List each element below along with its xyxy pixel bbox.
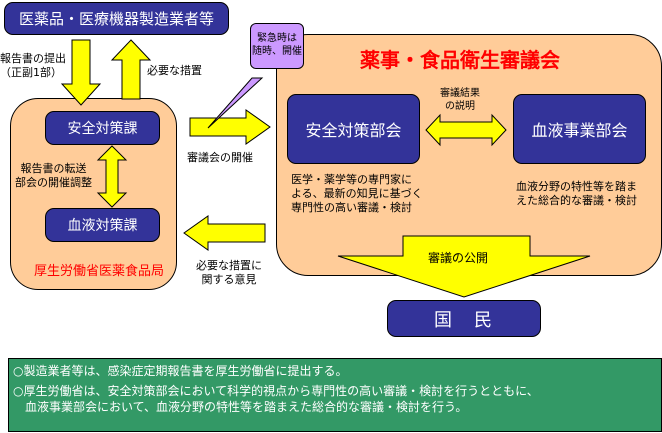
note-line: ○製造業者等は、感染症定期報告書を厚生労働省に提出する。 <box>13 364 348 378</box>
right-arrow-council <box>189 109 271 145</box>
safety-committee-desc: 医学・薬学等の専門家に よる、最新の知見に基づく 専門性の高い審議・検討 <box>291 173 423 215</box>
council-title: 薬事・食品衛生審議会 <box>360 48 560 72</box>
ministry-name: 厚生労働省医薬食品局 <box>34 264 165 279</box>
safety-division-label: 安全対策課 <box>67 121 138 137</box>
blood-committee-label: 血液事業部会 <box>531 121 628 140</box>
safety-desc-line: 医学・薬学等の専門家に <box>291 173 412 186</box>
report-submit-line2: （正副1部） <box>0 66 62 79</box>
public-box: 国 民 <box>387 300 541 337</box>
internal-label-line1: 報告書の転送 <box>20 162 87 175</box>
safety-desc-line: 専門性の高い審議・検討 <box>291 201 412 214</box>
blood-division-box: 血液対策課 <box>45 208 160 242</box>
double-arrow-vertical <box>96 145 128 208</box>
blood-desc-line: えた総合的な審議・検討 <box>516 194 637 207</box>
blood-committee-box: 血液事業部会 <box>513 94 646 164</box>
opinion-line1: 必要な措置に <box>196 259 262 272</box>
explain-line2: の説明 <box>445 101 475 112</box>
safety-desc-line: よる、最新の知見に基づく <box>291 187 423 200</box>
double-arrow-horizontal <box>425 113 507 147</box>
opinion-line2: 関する意見 <box>201 273 257 286</box>
callout-line2: 随時、開催 <box>252 46 302 57</box>
public-label: 国 民 <box>434 309 494 331</box>
blood-committee-desc: 血液分野の特性等を踏ま えた総合的な審議・検討 <box>516 180 637 208</box>
manufacturer-box: 医薬品・医療機器製造業者等 <box>4 2 229 35</box>
callout-box: 緊急時は 随時、開催 <box>250 23 304 69</box>
council-meeting-label: 審議会の開催 <box>187 151 253 164</box>
manufacturer-label: 医薬品・医療機器製造業者等 <box>18 10 214 28</box>
left-arrow-opinion <box>183 215 266 251</box>
disclosure-arrow <box>337 235 591 298</box>
callout-pointer <box>207 77 264 129</box>
report-submit-line1: 報告書の提出 <box>0 52 66 65</box>
internal-coordination-label: 報告書の転送 部会の開催調整 <box>15 162 92 190</box>
notes-box: ○製造業者等は、感染症定期報告書を厚生労働省に提出する。 ○厚生労働省は、安全対… <box>8 358 662 432</box>
note-line: ○厚生労働省は、安全対策部会において科学的視点から専門性の高い審議・検討を行うと… <box>13 384 539 398</box>
blood-division-label: 血液対策課 <box>67 218 138 234</box>
callout-line1: 緊急時は <box>257 33 297 44</box>
report-submit-label: 報告書の提出 （正副1部） <box>0 52 66 80</box>
blood-desc-line: 血液分野の特性等を踏ま <box>516 180 637 193</box>
down-arrow-report <box>60 39 102 106</box>
opinion-label: 必要な措置に 関する意見 <box>196 259 262 287</box>
disclosure-label: 審議の公開 <box>428 251 489 265</box>
safety-committee-label: 安全対策部会 <box>305 121 402 140</box>
up-arrow-measures <box>110 39 152 100</box>
safety-division-box: 安全対策課 <box>45 111 160 145</box>
necessary-measures-label: 必要な措置 <box>147 64 202 77</box>
explain-line1: 審議結果 <box>440 88 480 99</box>
internal-label-line2: 部会の開催調整 <box>15 176 92 189</box>
note-line: 血液事業部会において、血液分野の特性等を踏まえた総合的な審議・検討を行う。 <box>13 400 468 414</box>
explain-label: 審議結果 の説明 <box>440 87 480 113</box>
safety-committee-box: 安全対策部会 <box>287 94 420 164</box>
